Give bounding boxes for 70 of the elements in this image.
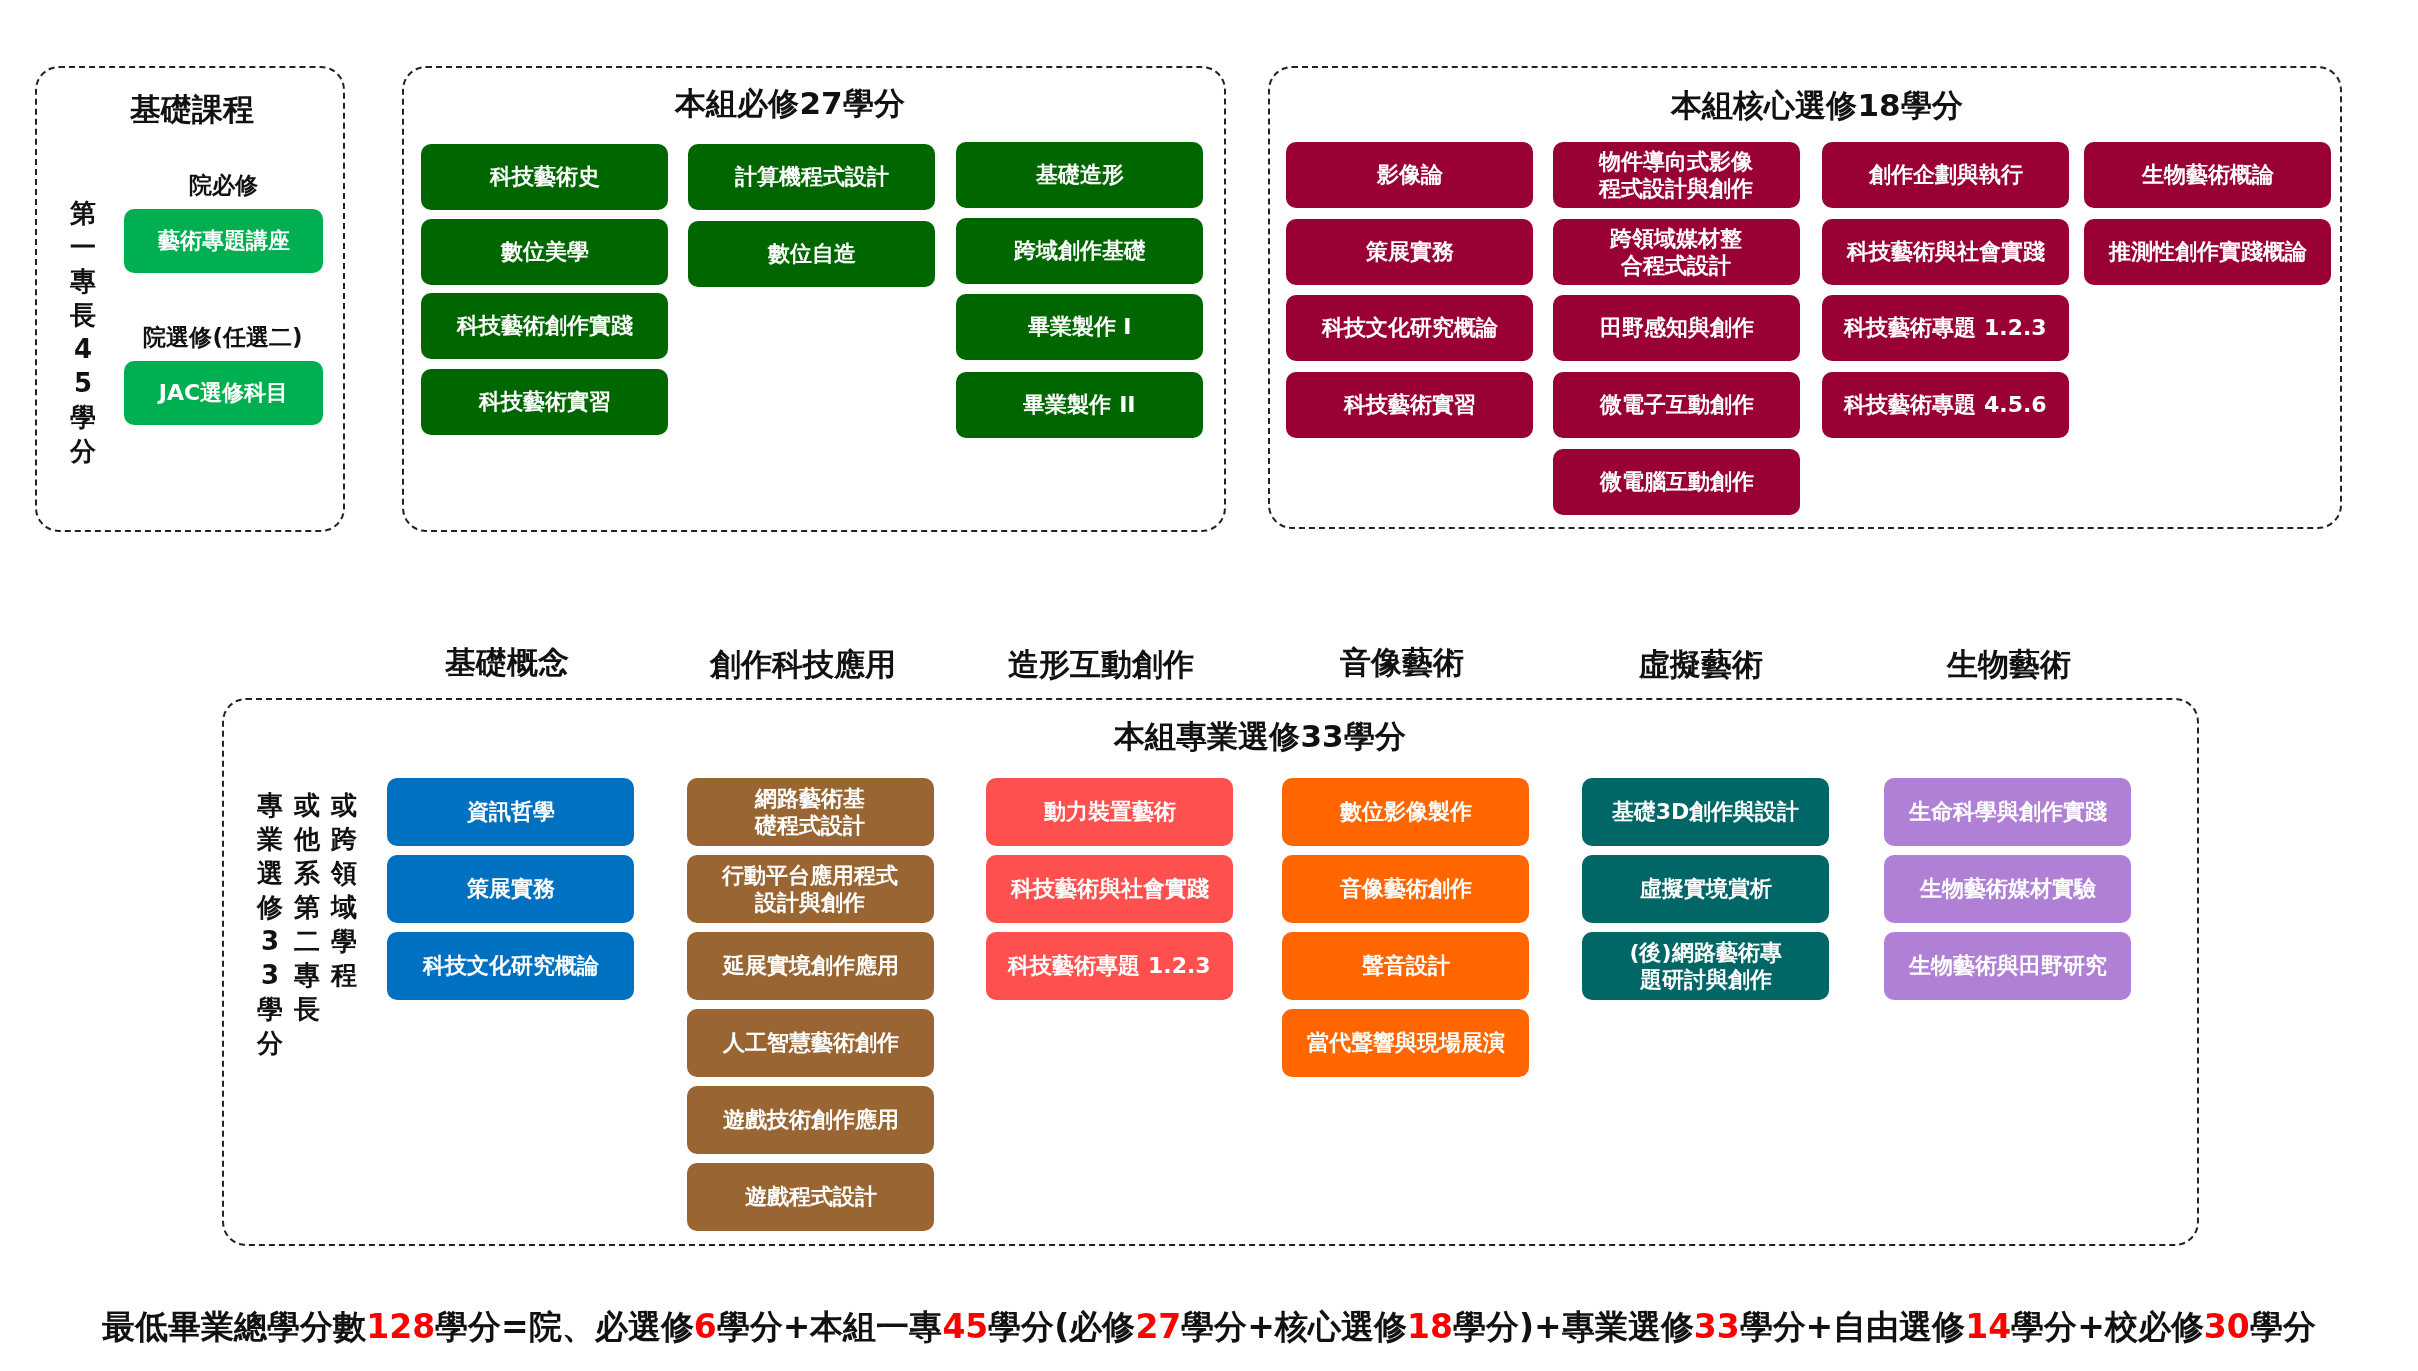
course-box: 基礎造形 <box>956 142 1203 208</box>
credit-formula: 最低畢業總學分數128學分=院、必選修6學分+本組一專45學分(必修27學分+核心選修18學分)+專業選修33學分+自由選修14學分+校必修30學分 <box>102 1305 2316 1348</box>
column-heading: 生物藝術 <box>1947 645 2071 684</box>
group-heading: 基礎課程 <box>130 90 254 129</box>
course-box: 生物藝術概論 <box>2084 142 2331 208</box>
group-heading: 本組專業選修33學分 <box>1114 717 1406 756</box>
group-frame <box>35 66 345 532</box>
course-box: 數位影像製作 <box>1282 778 1529 846</box>
course-box: 行動平台應用程式設計與創作 <box>687 855 934 923</box>
course-box: 創作企劃與執行 <box>1822 142 2069 208</box>
course-box: 動力裝置藝術 <box>986 778 1233 846</box>
group-heading: 本組必修27學分 <box>675 84 905 123</box>
group-frame <box>1268 66 2342 529</box>
course-box: 當代聲響與現場展演 <box>1282 1009 1529 1077</box>
vertical-label: 或他系第二專長 <box>292 789 321 1026</box>
course-box: 延展實境創作應用 <box>687 932 934 1000</box>
course-box: 網路藝術基礎程式設計 <box>687 778 934 846</box>
column-heading: 基礎概念 <box>445 643 569 682</box>
box-caption: 院選修(任選二) <box>143 322 303 352</box>
course-box: 科技藝術專題 1.2.3 <box>1822 295 2069 361</box>
course-box: 策展實務 <box>1286 219 1533 285</box>
course-box: 科技藝術創作實踐 <box>421 293 668 359</box>
course-box: 遊戲程式設計 <box>687 1163 934 1231</box>
course-box: 畢業製作 I <box>956 294 1203 360</box>
course-box: 資訊哲學 <box>387 778 634 846</box>
group-frame <box>402 66 1226 532</box>
course-box: 畢業製作 II <box>956 372 1203 438</box>
vertical-label: 或跨領域學程 <box>329 789 358 992</box>
course-box: 遊戲技術創作應用 <box>687 1086 934 1154</box>
course-box: 音像藝術創作 <box>1282 855 1529 923</box>
course-box: 微電子互動創作 <box>1553 372 1800 438</box>
course-box: 計算機程式設計 <box>688 144 935 210</box>
column-heading: 虛擬藝術 <box>1639 645 1763 684</box>
course-box: 虛擬實境賞析 <box>1582 855 1829 923</box>
group-frame <box>222 698 2199 1246</box>
course-box: 聲音設計 <box>1282 932 1529 1000</box>
course-box: 策展實務 <box>387 855 634 923</box>
course-box: 田野感知與創作 <box>1553 295 1800 361</box>
course-box: 影像論 <box>1286 142 1533 208</box>
course-box: 人工智慧藝術創作 <box>687 1009 934 1077</box>
course-box: 數位美學 <box>421 219 668 285</box>
column-heading: 創作科技應用 <box>710 645 896 684</box>
course-box: 科技藝術實習 <box>1286 372 1533 438</box>
vertical-label: 專業選修33學分 <box>255 789 284 1060</box>
course-box: 微電腦互動創作 <box>1553 449 1800 515</box>
course-box: JAC選修科目 <box>124 361 323 425</box>
course-box: 生命科學與創作實踐 <box>1884 778 2131 846</box>
vertical-label: 第一專長45學分 <box>68 197 97 468</box>
box-caption: 院必修 <box>188 170 258 200</box>
course-box: 科技文化研究概論 <box>387 932 634 1000</box>
group-heading: 本組核心選修18學分 <box>1671 86 1963 125</box>
course-box: 推測性創作實踐概論 <box>2084 219 2331 285</box>
course-box: 數位自造 <box>688 221 935 287</box>
column-heading: 造形互動創作 <box>1008 645 1194 684</box>
course-box: (後)網路藝術專題研討與創作 <box>1582 932 1829 1000</box>
course-box: 科技藝術專題 1.2.3 <box>986 932 1233 1000</box>
course-box: 生物藝術媒材實驗 <box>1884 855 2131 923</box>
course-box: 科技藝術與社會實踐 <box>1822 219 2069 285</box>
course-box: 科技藝術與社會實踐 <box>986 855 1233 923</box>
course-box: 科技藝術實習 <box>421 369 668 435</box>
course-box: 科技文化研究概論 <box>1286 295 1533 361</box>
course-box: 藝術專題講座 <box>124 209 323 273</box>
course-box: 基礎3D創作與設計 <box>1582 778 1829 846</box>
column-heading: 音像藝術 <box>1340 643 1464 682</box>
course-box: 物件導向式影像程式設計與創作 <box>1553 142 1800 208</box>
course-box: 科技藝術專題 4.5.6 <box>1822 372 2069 438</box>
course-box: 生物藝術與田野研究 <box>1884 932 2131 1000</box>
course-box: 科技藝術史 <box>421 144 668 210</box>
course-box: 跨域創作基礎 <box>956 218 1203 284</box>
course-box: 跨領域媒材整合程式設計 <box>1553 219 1800 285</box>
